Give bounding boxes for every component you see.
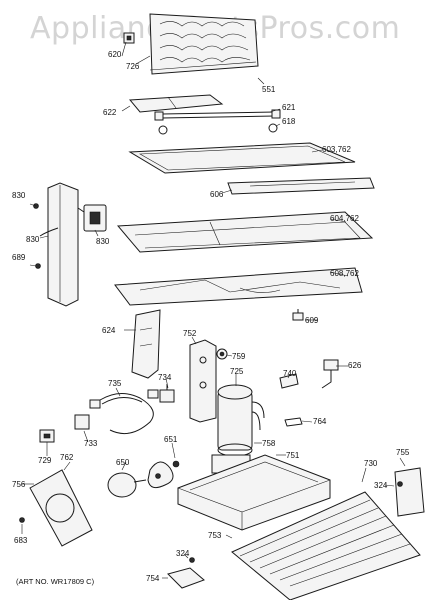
callout-735: 735	[108, 379, 122, 388]
fan-shroud-part	[29, 469, 93, 547]
wire-harness-part	[89, 389, 159, 435]
callout-606: 606	[210, 190, 224, 199]
relay-bracket-part	[189, 339, 217, 423]
defrost-heater-part	[154, 109, 281, 135]
callout-755: 755	[396, 448, 410, 457]
callout-551: 551	[262, 85, 276, 94]
light-switch-part	[77, 204, 107, 232]
callout-730: 730	[364, 459, 378, 468]
callout-609: 609	[305, 316, 319, 325]
callout-622: 622	[103, 108, 117, 117]
callout-618: 618	[282, 117, 296, 126]
callout-830-middle: 830	[26, 235, 40, 244]
air-duct-part	[131, 309, 161, 379]
callout-762: 762	[60, 453, 74, 462]
rubber-foot-part	[167, 567, 205, 589]
callout-621: 621	[282, 103, 296, 112]
screw-324-part	[189, 481, 403, 563]
terminal-block-part	[39, 429, 55, 443]
clip-part	[284, 417, 303, 427]
condenser-fan-motor-part	[107, 472, 147, 498]
callout-759: 759	[232, 352, 246, 361]
callout-830-top: 830	[12, 191, 26, 200]
callout-733: 733	[84, 439, 98, 448]
callout-650: 650	[116, 458, 130, 467]
compressor-part	[217, 384, 265, 457]
capacitor-part	[74, 414, 90, 430]
condenser-coil-part	[231, 491, 421, 600]
callout-324-foot: 324	[176, 549, 190, 558]
drier-part	[279, 373, 299, 389]
freezer-shelf-part	[128, 142, 356, 174]
callout-752: 752	[183, 329, 197, 338]
callout-756: 756	[12, 480, 26, 489]
fan-blade-part	[147, 461, 174, 489]
condenser-bracket-part	[394, 467, 425, 517]
tube-connector-part	[123, 32, 135, 44]
callout-740: 740	[283, 369, 297, 378]
callout-324-bracket: 324	[374, 481, 388, 490]
fan-nut-part	[172, 460, 180, 468]
base-pan-part	[177, 454, 331, 531]
callout-725: 725	[230, 367, 244, 376]
leader-lines	[21, 41, 406, 579]
drip-pan-part	[114, 267, 363, 306]
callout-683: 683	[14, 536, 28, 545]
overload-relay-part	[159, 384, 175, 403]
screw-683-part	[19, 517, 25, 523]
callout-620: 620	[108, 50, 122, 59]
callout-751: 751	[286, 451, 300, 460]
callout-651: 651	[164, 435, 178, 444]
evaporator-coil-part	[149, 13, 259, 75]
drain-clip-part	[292, 309, 304, 321]
callout-734: 734	[158, 373, 172, 382]
callout-729: 729	[38, 456, 52, 465]
callout-753: 753	[208, 531, 222, 540]
art-number: (ART NO. WR17809 C)	[16, 577, 95, 586]
grommet-part	[216, 348, 228, 360]
callout-603-762: 603,762	[322, 145, 351, 154]
shelf-rail-part	[227, 177, 375, 195]
thermostat-part	[321, 359, 339, 389]
callout-624: 624	[102, 326, 116, 335]
callout-754: 754	[146, 574, 160, 583]
side-panel-part	[39, 182, 79, 307]
callout-608-762: 608,762	[330, 269, 359, 278]
callout-758: 758	[262, 439, 276, 448]
evaporator-cover-part	[128, 94, 224, 113]
callout-830-switch: 830	[96, 237, 110, 246]
callout-689: 689	[12, 253, 26, 262]
lower-shelf-part	[116, 211, 374, 253]
callout-604-762: 604,762	[330, 214, 359, 223]
callout-764: 764	[313, 417, 327, 426]
callout-626: 626	[348, 361, 362, 370]
callout-726: 726	[126, 62, 140, 71]
